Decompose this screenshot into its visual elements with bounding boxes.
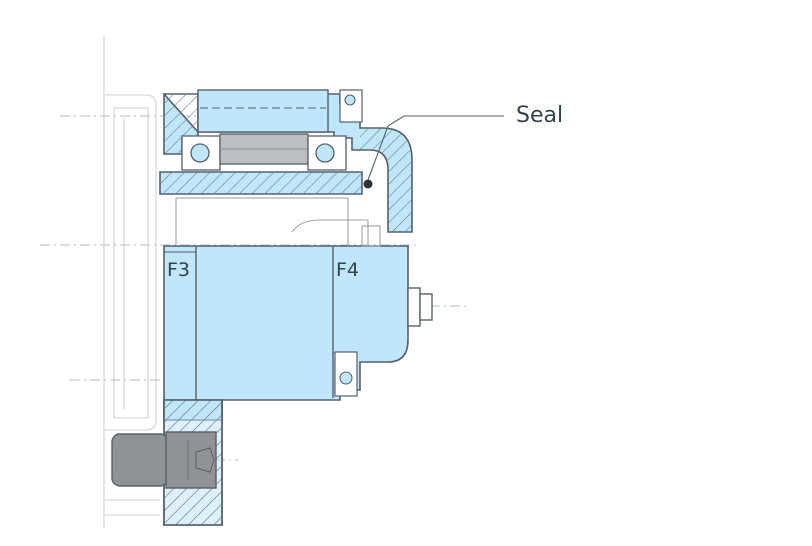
lower-bearing	[334, 89, 363, 397]
seal-ring	[363, 179, 373, 189]
seal-leader-line	[367, 115, 504, 181]
shaft-nut	[407, 287, 433, 327]
f4-label: F4	[336, 259, 359, 281]
inner-cavity	[175, 197, 381, 247]
mounting-flange-outline	[103, 36, 160, 528]
bearing-assembly	[181, 133, 347, 171]
lower-body	[163, 245, 409, 421]
mounting-bolt	[111, 431, 217, 489]
seal-label: Seal	[516, 103, 563, 128]
f3-label: F3	[167, 259, 190, 281]
